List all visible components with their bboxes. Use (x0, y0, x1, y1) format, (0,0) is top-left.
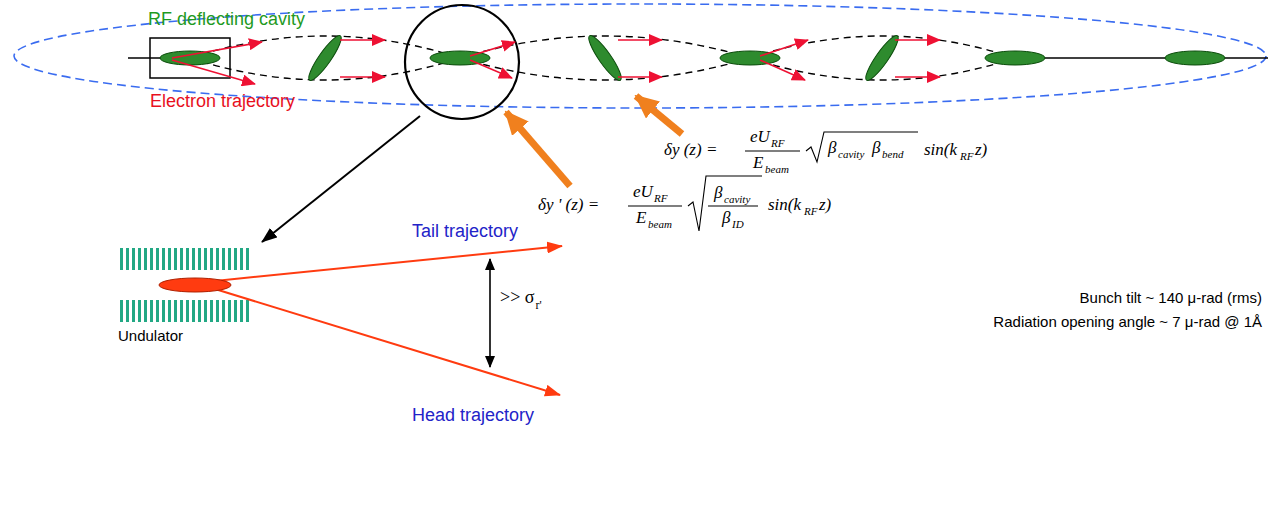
part-label: Undulator (118, 328, 183, 345)
formula-subscript: beam (765, 163, 789, 175)
zoom-circle (405, 5, 519, 119)
kick-arrow (172, 60, 255, 84)
fraction-bar (745, 150, 800, 151)
kick-arrows (172, 40, 940, 84)
formula-subscript: cavity (838, 148, 864, 160)
kick-arrow (470, 60, 512, 78)
fraction-bar (628, 205, 682, 206)
kick-arrow (895, 76, 940, 78)
note-text: Bunch tilt ~ 140 μ-rad (rms) (1080, 290, 1262, 307)
electron-bunch (159, 278, 231, 292)
formula-subscript: RF (654, 192, 667, 204)
formula-text: β (872, 139, 880, 158)
tail-trajectory-line (215, 246, 562, 281)
formula-text: E (636, 209, 646, 228)
formula-text: β (722, 209, 730, 228)
formula-text: sin(k (924, 141, 957, 160)
formula-text: eU (633, 183, 653, 202)
zoom-arrow (262, 116, 420, 242)
formula-subscript: cavity (724, 193, 750, 205)
formula-subscript: beam (648, 218, 672, 230)
formula-text: δy (z) = (664, 141, 717, 160)
part-label: Electron trajectory (150, 92, 295, 112)
undulator-magnets (118, 248, 250, 270)
angle-arrow (489, 259, 491, 367)
formula-text: z) (819, 196, 831, 215)
angle-subscript: r' (536, 299, 542, 312)
deflecting-cavity (160, 51, 220, 65)
angle-label: >> σ (500, 288, 535, 308)
formula-subscript: ID (732, 218, 744, 230)
kick-arrow (618, 76, 662, 78)
magnet-row (160, 32, 1225, 83)
bend-magnet (305, 32, 346, 83)
kick-arrow (618, 39, 662, 41)
kick-arrow (895, 39, 940, 41)
trajectory-label: Tail trajectory (412, 222, 518, 242)
kick-arrow (470, 42, 515, 56)
pointer-arrow (636, 96, 682, 134)
cavity-box (150, 38, 230, 78)
fraction-bar (708, 205, 758, 206)
formula-subscript: bend (882, 148, 903, 160)
root-sign (688, 176, 762, 231)
formula-subscript: RF (771, 137, 784, 149)
formula-text: sin(k (768, 196, 801, 215)
kick-arrow (760, 60, 805, 80)
formula-text: β (714, 184, 722, 203)
formula-text: E (753, 154, 763, 173)
trajectory-label: Head trajectory (412, 406, 534, 426)
kick-arrow (340, 39, 385, 41)
head-trajectory-line (215, 289, 560, 395)
formula-text: eU (750, 128, 770, 147)
root-sign (806, 132, 918, 162)
undulator-magnets (118, 300, 250, 322)
deflecting-cavity (1165, 51, 1225, 65)
formula-subscript: RF (960, 150, 973, 162)
deflecting-cavity (985, 51, 1045, 65)
part-label: RF deflecting cavity (148, 10, 305, 30)
kick-arrow (340, 76, 385, 78)
formula-strokes (628, 132, 918, 231)
formula-subscript: RF (804, 205, 817, 217)
beamline (1015, 57, 1268, 59)
formula-text: z) (975, 141, 987, 160)
beamline (128, 57, 164, 59)
pointer-arrow (506, 112, 570, 186)
kick-arrow (760, 40, 808, 56)
note-text: Radiation opening angle ~ 7 μ-rad @ 1Å (993, 314, 1262, 331)
formula-text: β (828, 139, 836, 158)
kick-arrow (172, 42, 262, 58)
formula-text: δy ' (z) = (538, 196, 599, 215)
